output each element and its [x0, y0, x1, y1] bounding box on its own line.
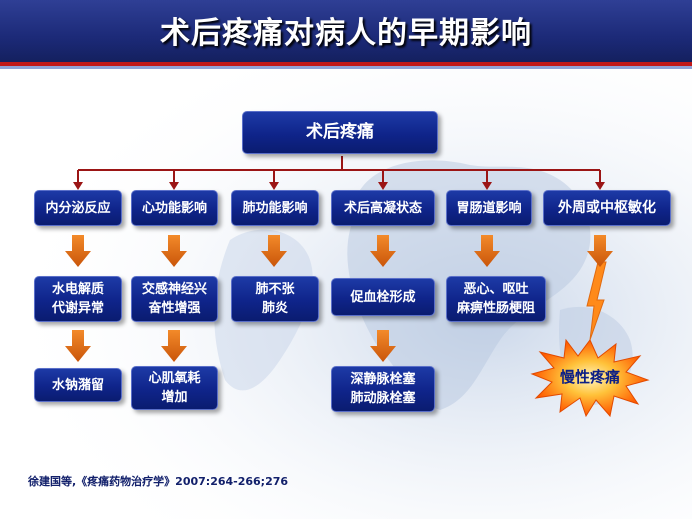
category-endocrine: 内分泌反应 — [34, 190, 122, 226]
effect-nausea-ileus: 恶心、呕吐 麻痹性肠梗阻 — [446, 276, 546, 322]
chronic-pain-label: 慢性疼痛 — [559, 368, 620, 386]
citation: 徐建国等,《疼痛药物治疗学》2007:264-266;276 — [28, 475, 289, 488]
title-divider-blue — [0, 66, 692, 69]
down-arrow-icon — [370, 330, 396, 362]
down-arrow-icon — [474, 235, 500, 267]
title-banner — [0, 0, 692, 62]
root-node: 术后疼痛 — [242, 111, 438, 154]
down-arrow-icon — [370, 235, 396, 267]
effect-water-electrolyte: 水电解质 代谢异常 — [34, 276, 122, 322]
down-arrow-icon — [161, 330, 187, 362]
category-hypercoagulable: 术后高凝状态 — [331, 190, 435, 226]
effect-sodium-retention: 水钠潴留 — [34, 368, 122, 402]
category-pulmonary: 肺功能影响 — [231, 190, 319, 226]
page-title: 术后疼痛对病人的早期影响 — [160, 16, 532, 51]
effect-sympathetic: 交感神经兴 奋性增强 — [131, 276, 218, 322]
effect-thrombosis: 促血栓形成 — [331, 278, 435, 316]
category-gastrointestinal: 胃肠道影响 — [446, 190, 532, 226]
down-arrow-icon — [65, 235, 91, 267]
down-arrow-icon — [65, 330, 91, 362]
down-arrow-icon — [161, 235, 187, 267]
category-cardiac: 心功能影响 — [131, 190, 218, 226]
effect-embolism: 深静脉栓塞 肺动脉栓塞 — [331, 366, 435, 412]
category-sensitization: 外周或中枢敏化 — [543, 190, 671, 226]
title-divider-red — [0, 62, 692, 66]
down-arrow-icon — [261, 235, 287, 267]
starburst-icon — [530, 338, 650, 418]
down-arrow-icon — [587, 235, 613, 267]
effect-atelectasis: 肺不张 肺炎 — [231, 276, 319, 322]
effect-myocardial-oxygen: 心肌氧耗 增加 — [131, 366, 218, 410]
